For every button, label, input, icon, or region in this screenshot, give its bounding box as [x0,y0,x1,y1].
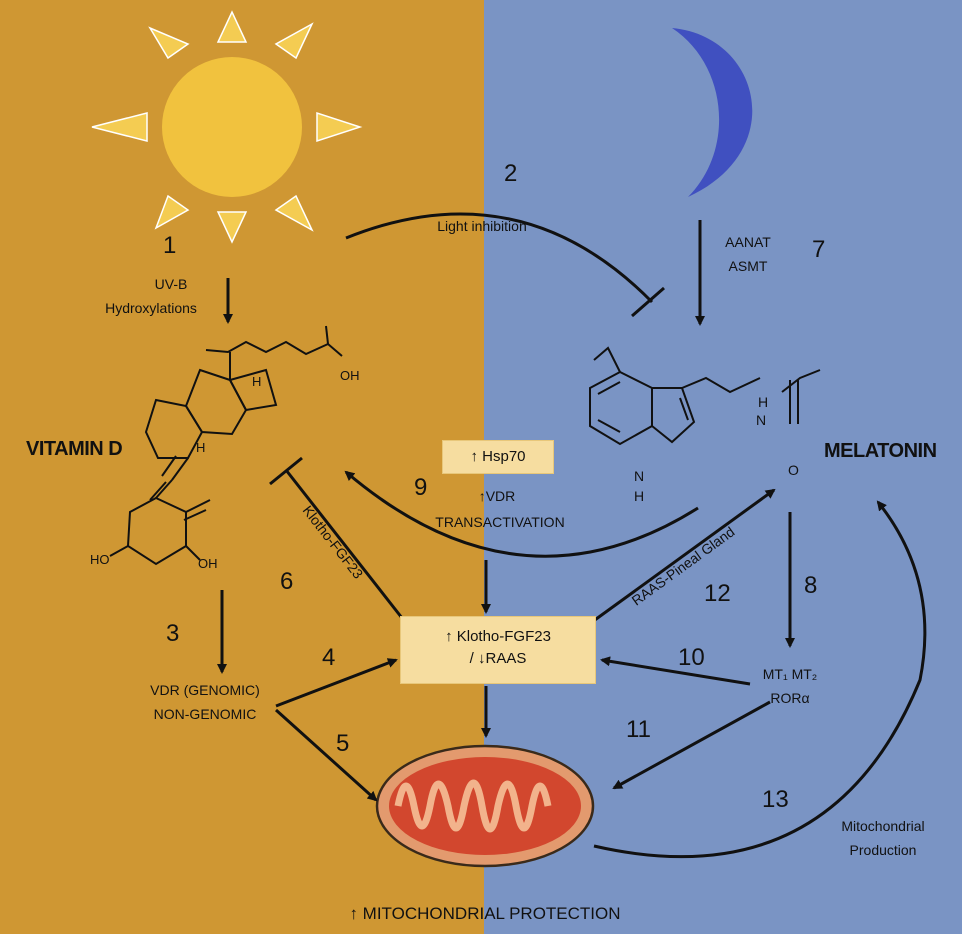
mito-protection-label: ↑ MITOCHONDRIAL PROTECTION [349,904,621,923]
step-12: 12 [704,580,731,607]
non-genomic-label: NON-GENOMIC [153,706,257,722]
mito-production-line2: Production [849,842,917,858]
sun-icon [91,10,363,244]
inhibit-2-bar [631,286,665,318]
step-2: 2 [504,160,518,187]
klotho-raas-box: ↑ Klotho-FGF23 / ↓RAAS [400,616,596,684]
step-10: 10 [678,644,705,671]
step-13: 13 [762,786,789,813]
mel-amide-n: N [756,412,767,428]
step-5: 5 [336,730,350,757]
vitamin-d-label: VITAMIN D [26,438,123,460]
transactivation-label: TRANSACTIVATION [435,514,565,530]
vitd-ho: HO [90,552,110,567]
mitochondrion-icon [375,744,595,868]
receptors-line2: RORα [770,690,810,706]
klotho-box-line1: ↑ Klotho-FGF23 [445,628,551,645]
vitd-oh-top: OH [340,368,360,383]
vdr-up-label: ↑VDR [478,488,516,504]
arrow-11 [612,700,771,790]
vitamin-d-structure [109,325,343,566]
mel-amide-h: H [758,394,769,410]
hsp70-label: ↑ Hsp70 [470,448,526,465]
aanat-label: AANAT [725,234,771,250]
arrow-4 [275,658,398,708]
vitd-h2: H [196,440,206,455]
inhibit-6-line [284,469,404,619]
step-3: 3 [166,620,180,647]
klotho-box-line2: / ↓RAAS [469,650,527,667]
asmt-label: ASMT [728,258,768,274]
step-8: 8 [804,572,818,599]
arrow-5 [274,708,378,802]
step-4: 4 [322,644,336,671]
melatonin-structure [589,346,821,446]
mel-indole-n: N [634,468,645,484]
arrow-10 [600,656,751,686]
step-1: 1 [163,232,177,259]
arrow-9 [344,470,699,558]
mel-carbonyl-o: O [788,462,799,478]
arrow-13 [593,500,927,859]
step-6: 6 [280,568,294,595]
receptors-line1: MT₁ MT₂ [762,666,818,682]
vitd-h1: H [252,374,262,389]
hydroxylations-label: Hydroxylations [105,300,197,316]
vdr-genomic-label: VDR (GENOMIC) [150,682,260,698]
arrow-12 [591,488,776,624]
uvb-label: UV-B [154,276,188,292]
mel-indole-h: H [634,488,645,504]
step-9: 9 [414,474,428,501]
melatonin-label: MELATONIN [824,440,937,462]
vitd-oh-bottom: OH [198,556,218,571]
inhibit-6-bar [269,456,303,486]
inhibit-2-arc [345,212,654,304]
light-inhibition-label: Light inhibition [437,218,527,234]
mito-production-line1: Mitochondrial [841,818,925,834]
moon-icon [672,28,753,197]
step-11: 11 [626,716,651,743]
step-7: 7 [812,236,826,263]
hsp70-box: ↑ Hsp70 [442,440,554,474]
